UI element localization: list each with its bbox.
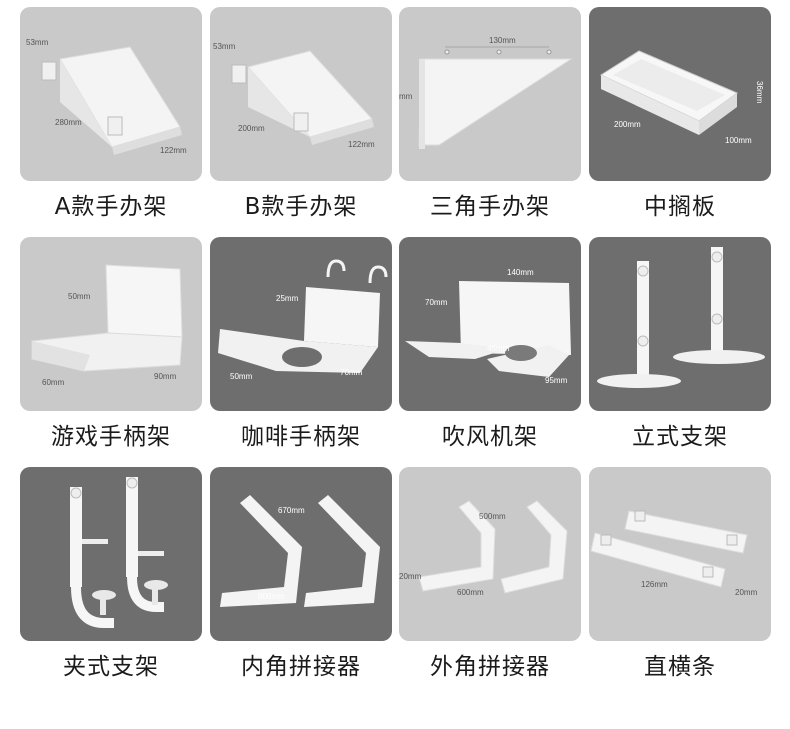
product-card-middle-shelf[interactable]: 200mm 100mm 36mm 中搁板 bbox=[589, 7, 771, 220]
dim-depth: 95mm bbox=[545, 376, 568, 385]
product-label: 游戏手柄架 bbox=[51, 424, 171, 450]
product-image-outer-corner-connector: 500mm 20mm 600mm bbox=[399, 467, 581, 641]
product-label: 内角拼接器 bbox=[241, 654, 361, 680]
product-image-triangle-figure-shelf: 130mm mm bbox=[399, 7, 581, 181]
product-card-a-figure-shelf[interactable]: 53mm 280mm 122mm A款手办架 bbox=[20, 7, 202, 220]
dim-height: 53mm bbox=[213, 42, 236, 51]
dim-width: 130mm bbox=[489, 36, 516, 45]
product-image-straight-bar: 126mm 20mm bbox=[589, 467, 771, 641]
product-image-middle-shelf: 200mm 100mm 36mm bbox=[589, 7, 771, 181]
product-label: 三角手办架 bbox=[430, 194, 550, 220]
dim-depth: 50mm bbox=[230, 372, 253, 381]
product-label: 吹风机架 bbox=[442, 424, 538, 450]
product-card-clamp-bracket[interactable]: 夹式支架 bbox=[20, 467, 202, 680]
dim-width: 600mm bbox=[457, 588, 484, 597]
dim-width: 140mm bbox=[507, 268, 534, 277]
dim-side: mm bbox=[399, 92, 413, 101]
product-image-clamp-bracket bbox=[20, 467, 202, 641]
dim-width: 90mm bbox=[154, 372, 177, 381]
dim-hole: 45mm bbox=[487, 344, 510, 353]
product-label: 中搁板 bbox=[644, 194, 716, 220]
product-label: A款手办架 bbox=[54, 194, 168, 220]
product-image-standing-bracket bbox=[589, 237, 771, 411]
product-card-gamepad-holder[interactable]: 50mm 60mm 90mm 游戏手柄架 bbox=[20, 237, 202, 450]
dim-depth: 60mm bbox=[42, 378, 65, 387]
dim-height: 20mm bbox=[399, 572, 422, 581]
product-card-hairdryer-holder[interactable]: 140mm 70mm 45mm 95mm 吹风机架 bbox=[399, 237, 581, 450]
product-image-coffee-handle-holder: 25mm 50mm 70mm bbox=[210, 237, 392, 411]
product-image-a-figure-shelf: 53mm 280mm 122mm bbox=[20, 7, 202, 181]
product-image-inner-corner-connector: 670mm 800mm bbox=[210, 467, 392, 641]
dim-height: 20mm bbox=[735, 588, 758, 597]
product-label: 立式支架 bbox=[632, 424, 728, 450]
dim-height: 25mm bbox=[276, 294, 299, 303]
dim-width: 800mm bbox=[258, 592, 285, 601]
dim-height: 53mm bbox=[26, 38, 49, 47]
dim-width: 70mm bbox=[340, 368, 363, 377]
product-label: 夹式支架 bbox=[63, 654, 159, 680]
product-label: B款手办架 bbox=[244, 194, 358, 220]
dim-length: 500mm bbox=[479, 512, 506, 521]
product-card-outer-corner-connector[interactable]: 500mm 20mm 600mm 外角拼接器 bbox=[399, 467, 581, 680]
dim-height: 50mm bbox=[68, 292, 91, 301]
dim-height: 36mm bbox=[755, 81, 764, 104]
dim-depth: 122mm bbox=[348, 140, 375, 149]
dim-length: 280mm bbox=[55, 118, 82, 127]
dim-length: 200mm bbox=[614, 120, 641, 129]
dim-width: 100mm bbox=[725, 136, 752, 145]
product-card-triangle-figure-shelf[interactable]: 130mm mm 三角手办架 bbox=[399, 7, 581, 220]
dim-length: 670mm bbox=[278, 506, 305, 515]
product-card-coffee-handle-holder[interactable]: 25mm 50mm 70mm 咖啡手柄架 bbox=[210, 237, 392, 450]
product-card-standing-bracket[interactable]: 立式支架 bbox=[589, 237, 771, 450]
product-label: 直横条 bbox=[644, 654, 716, 680]
product-image-hairdryer-holder: 140mm 70mm 45mm 95mm bbox=[399, 237, 581, 411]
product-label: 咖啡手柄架 bbox=[241, 424, 361, 450]
dim-depth: 122mm bbox=[160, 146, 187, 155]
dim-height: 70mm bbox=[425, 298, 448, 307]
product-label: 外角拼接器 bbox=[430, 654, 550, 680]
product-card-inner-corner-connector[interactable]: 670mm 800mm 内角拼接器 bbox=[210, 467, 392, 680]
dim-length: 200mm bbox=[238, 124, 265, 133]
dim-length: 126mm bbox=[641, 580, 668, 589]
product-image-b-figure-shelf: 53mm 200mm 122mm bbox=[210, 7, 392, 181]
product-card-b-figure-shelf[interactable]: 53mm 200mm 122mm B款手办架 bbox=[210, 7, 392, 220]
product-image-gamepad-holder: 50mm 60mm 90mm bbox=[20, 237, 202, 411]
product-card-straight-bar[interactable]: 126mm 20mm 直横条 bbox=[589, 467, 771, 680]
